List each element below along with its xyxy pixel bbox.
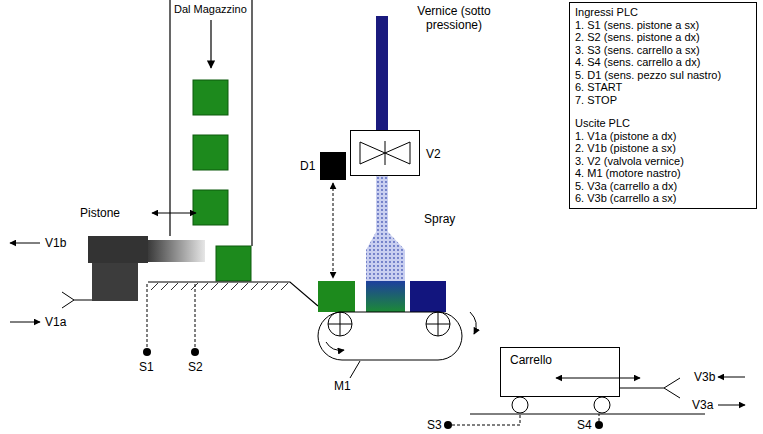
piston-part [148,240,205,262]
workpiece-part [193,190,228,225]
list-item: 3. S3 (sens. carrello a sx) [575,44,700,57]
conveyor-belt-part [426,312,450,336]
storage-chute-part [251,0,252,246]
conveyor-belt-part [318,312,462,360]
list-item: 3. V2 (valvola vernice) [575,155,684,168]
storage-chute-part [169,0,170,236]
paint-line-part [376,16,388,130]
cart-mechanics-part [620,378,680,398]
workpiece-part [193,135,228,170]
piston-sensor-part [143,348,151,356]
workpiece-part [193,80,228,115]
loading-platform-part [148,282,318,306]
list-item: 4. M1 (motore nastro) [575,167,681,180]
piston-sensor-part [191,348,199,356]
conveyor-belt-part [328,312,352,336]
piston-sensor-part [147,284,148,348]
part-label: Pistone [80,206,120,220]
plc-io-list: Ingressi PLC1. S1 (sens. pistone a sx)2.… [569,2,757,209]
list-item: 5. D1 (sens. pezzo sul nastro) [575,69,721,82]
list-heading: Uscite PLC [575,117,630,130]
paint-line-part [360,141,410,165]
conveyor-pieces-part [410,281,446,312]
workpiece-part [216,246,251,281]
piston-part [92,263,138,301]
conveyor-belt-part [426,312,450,336]
conveyor-belt-part [326,342,344,350]
signal-name: V3b [694,370,715,384]
sensor-name: S4 [577,418,592,432]
cart-mechanics-part [470,414,705,415]
paint-valve-box: V2 [350,130,420,176]
list-item: 2. S2 (sens. pistone a dx) [575,31,700,44]
cart-sensor-part [599,414,600,421]
storage-chute-part [210,20,211,68]
loading-platform-part [151,283,288,290]
conveyor-pieces-part [366,281,405,312]
conveyor-belt-part [328,312,352,336]
conveyor-belt-part [350,361,360,378]
paint-line-part [376,176,388,232]
piston-sensor-part [195,284,196,348]
cart-sensor-part [452,414,520,425]
source-label: Dal Magazzino [174,3,247,16]
sensor-name: S2 [188,360,203,374]
cart-sensor-part [444,421,452,429]
list-item: 6. START [575,81,622,94]
piston-part [62,292,92,308]
conveyor-belt [318,312,476,378]
cart-mechanics-part [594,397,610,413]
cart-mechanics-part [718,405,745,406]
list-item: 1. V1a (pistone a dx) [575,130,677,143]
list-item: 2. V1b (pistone a sx) [575,142,676,155]
piston-part [152,213,196,214]
piston-sensor [143,284,199,356]
piston [10,213,205,322]
sensor-name: S3 [427,418,442,432]
fluid-label: Vernice (sotto pressione) [396,4,512,32]
cart-mechanics-part [556,378,640,379]
list-heading: Ingressi PLC [575,6,638,19]
sensor-name: D1 [300,159,315,173]
conveyor-pieces-part [318,281,355,312]
list-item: 4. S4 (sens. carrello a dx) [575,56,700,69]
part-label: Spray [424,212,455,226]
piston-part [10,243,40,244]
paint-line-part [366,232,405,281]
cart-sensor-part [595,421,603,429]
signal-name: V1b [45,236,66,250]
list-item: 7. STOP [575,94,617,107]
paint-line [351,16,419,281]
list-item: 1. S1 (sens. pistone a sx) [575,19,699,32]
piston-part [10,322,40,323]
cart-mechanics-part [512,397,528,413]
signal-name: V1a [45,315,66,329]
node-label: V2 [426,147,441,161]
storage-chute [170,0,252,246]
loading-platform [148,282,318,306]
conveyor-belt-part [470,312,476,334]
paint-line-part [351,131,419,175]
signal-name: V3a [692,398,713,412]
cart-mechanics-part [718,377,745,378]
presence-sensor [320,152,346,278]
list-item: 6. V3b (carrello a sx) [575,192,676,205]
node-label: Carrello [510,353,552,367]
piston-part [88,236,148,263]
conveyor-pieces [318,281,446,312]
cart-box: Carrello [500,347,620,397]
presence-sensor-part [333,183,334,278]
presence-sensor-part [320,152,346,180]
sensor-name: S1 [139,360,154,374]
list-item: 5. V3a (carrello a dx) [575,180,677,193]
motor-name: M1 [334,379,351,393]
